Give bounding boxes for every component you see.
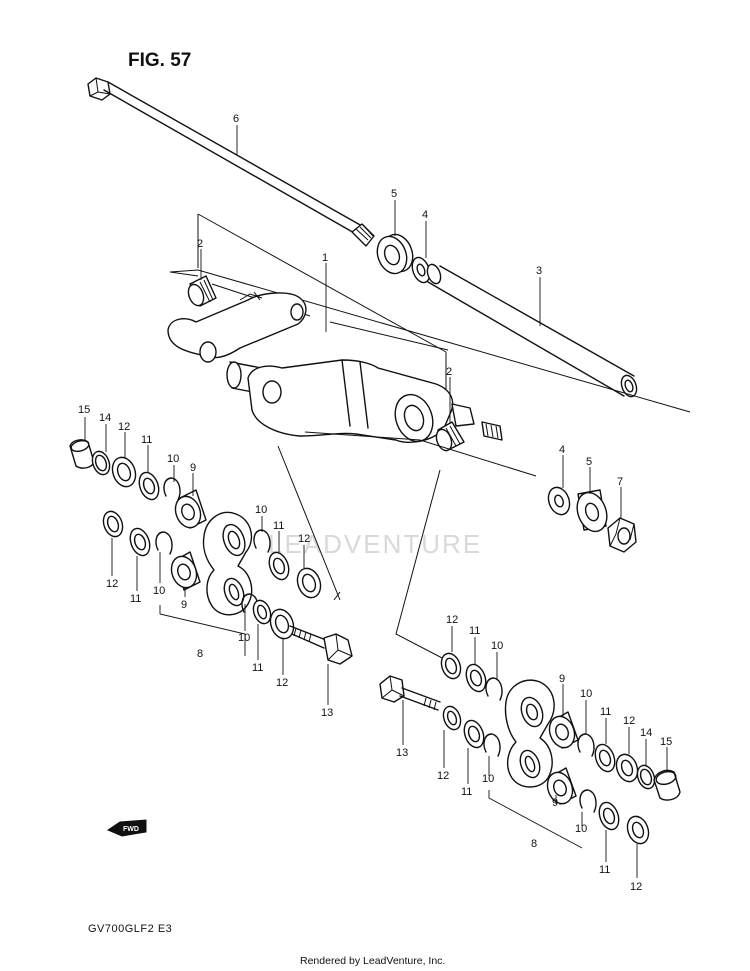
forward-arrow-icon: FWD xyxy=(106,819,147,837)
callout-4: 4 xyxy=(559,444,565,456)
callout-5: 5 xyxy=(586,456,592,468)
callout-14: 14 xyxy=(99,412,111,424)
leader-lines xyxy=(84,125,668,878)
part-3-spacer-tube xyxy=(426,263,638,398)
callout-10: 10 xyxy=(491,640,503,652)
callout-10: 10 xyxy=(575,823,587,835)
callout-10: 10 xyxy=(580,688,592,700)
callout-10: 10 xyxy=(482,773,494,785)
callout-10: 10 xyxy=(238,632,250,644)
callout-14: 14 xyxy=(640,727,652,739)
callout-12: 12 xyxy=(437,770,449,782)
part-6-pivot-bolt xyxy=(87,77,375,247)
callout-11: 11 xyxy=(469,625,480,637)
callout-10: 10 xyxy=(153,585,165,597)
callout-12: 12 xyxy=(276,677,288,689)
callout-15: 15 xyxy=(78,404,90,416)
part-5-bearing-top xyxy=(376,233,414,275)
callout-11: 11 xyxy=(600,706,611,718)
callout-12: 12 xyxy=(630,881,642,893)
callout-11: 11 xyxy=(599,864,610,876)
figure-title: FIG. 57 xyxy=(128,50,191,71)
callout-12: 12 xyxy=(298,533,310,545)
callout-labels: 6 5 4 3 2 1 2 4 5 7 15 14 12 11 10 9 10 … xyxy=(78,113,672,893)
part-7-nut xyxy=(607,517,637,553)
part-2-needle-bearing-left xyxy=(187,275,217,307)
callout-11: 11 xyxy=(461,786,472,798)
callout-1: 1 xyxy=(322,252,328,264)
callout-11: 11 xyxy=(141,434,152,446)
callout-2: 2 xyxy=(197,238,203,250)
callout-13: 13 xyxy=(321,707,333,719)
callout-4: 4 xyxy=(422,209,428,221)
render-credit: Rendered by LeadVenture, Inc. xyxy=(300,955,445,967)
model-code: GV700GLF2 E3 xyxy=(88,923,172,935)
part-1-swing-arm xyxy=(167,291,503,444)
svg-text:FWD: FWD xyxy=(123,826,139,833)
callout-15: 15 xyxy=(660,736,672,748)
callout-3: 3 xyxy=(536,265,542,277)
callout-8: 8 xyxy=(531,838,537,850)
callout-12: 12 xyxy=(446,614,458,626)
callout-9: 9 xyxy=(181,599,187,611)
callout-13: 13 xyxy=(396,747,408,759)
callout-2: 2 xyxy=(446,366,452,378)
assembly-center-lines xyxy=(169,213,691,413)
callout-5: 5 xyxy=(391,188,397,200)
callout-12: 12 xyxy=(106,578,118,590)
part-2-needle-bearing-right xyxy=(435,421,465,452)
callout-6: 6 xyxy=(233,113,239,125)
right-linkage-group xyxy=(379,652,681,845)
callout-10: 10 xyxy=(255,504,267,516)
callout-12: 12 xyxy=(623,715,635,727)
phantom-lines-to-linkages xyxy=(277,431,537,661)
callout-11: 11 xyxy=(130,593,141,605)
part-5-bearing-right xyxy=(576,489,608,533)
callout-9: 9 xyxy=(559,673,565,685)
callout-11: 11 xyxy=(273,520,284,532)
callout-12: 12 xyxy=(118,421,130,433)
watermark: LEADVENTURE xyxy=(268,529,482,559)
callout-7: 7 xyxy=(617,476,623,488)
left-linkage-group xyxy=(69,439,353,665)
callout-10: 10 xyxy=(167,453,179,465)
callout-9: 9 xyxy=(552,797,558,809)
callout-8: 8 xyxy=(197,648,203,660)
part-4-washer-right xyxy=(547,486,571,516)
callout-11: 11 xyxy=(252,662,263,674)
callout-9: 9 xyxy=(190,462,196,474)
